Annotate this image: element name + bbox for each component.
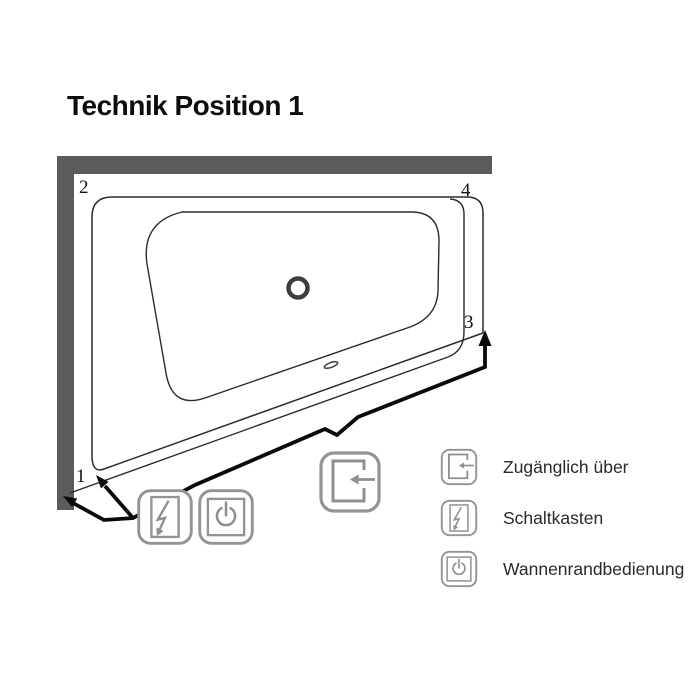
door-arrow-icon	[440, 448, 478, 486]
access-route-arrows	[63, 330, 492, 522]
page-title: Technik Position 1	[67, 90, 304, 121]
tub-basin	[145, 211, 440, 402]
overflow-fitting	[323, 360, 339, 370]
arrowhead-wall-icon	[63, 496, 78, 508]
door-arrow-icon	[319, 451, 381, 513]
route-line-main	[72, 344, 487, 522]
legend-item-schaltkasten: Schaltkasten	[440, 499, 690, 537]
legend-label: Zugänglich über	[503, 456, 629, 477]
legend-item-zugaenglich: Zugänglich über	[440, 448, 690, 486]
arrowhead-up-icon	[478, 330, 492, 346]
tub-apron-line	[69, 198, 465, 494]
corner-label-2: 2	[79, 177, 89, 198]
lightning-icon	[440, 499, 478, 537]
legend-item-wannenrandbedienung: Wannenrandbedienung	[440, 550, 690, 588]
corner-label-1: 1	[76, 466, 86, 487]
corner-label-3: 3	[464, 312, 474, 333]
legend-label: Schaltkasten	[503, 507, 604, 528]
route-line-branch	[103, 484, 135, 520]
power-icon	[440, 550, 478, 588]
arrowhead-corner1-icon	[96, 475, 109, 489]
legend-label: Wannenrandbedienung	[503, 558, 685, 579]
drain-icon	[286, 276, 310, 300]
lightning-icon	[137, 489, 193, 545]
power-icon	[198, 489, 254, 545]
corner-label-4: 4	[461, 180, 471, 201]
legend: Zugänglich über Schaltkasten Wannenrandb…	[440, 448, 690, 588]
